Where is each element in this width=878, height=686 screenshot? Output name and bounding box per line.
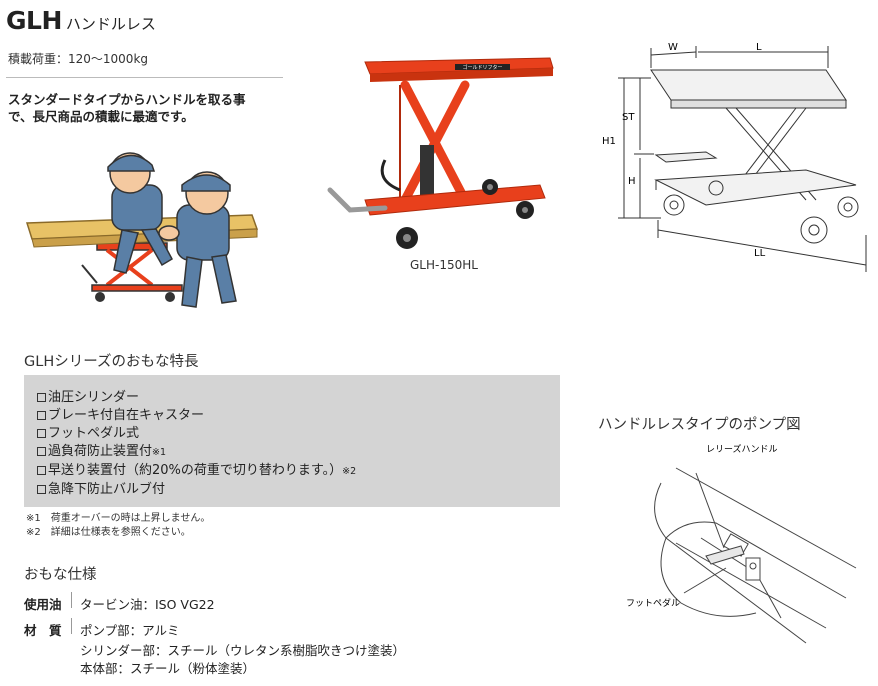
feature-item: 急降下防止バルブ付 — [37, 481, 560, 499]
spec-divider — [71, 618, 72, 634]
feature-item: ブレーキ付自在キャスター — [37, 407, 560, 425]
divider — [6, 77, 283, 78]
features-list: 油圧シリンダー ブレーキ付自在キャスター フットペダル式 過負荷防止装置付※1 … — [24, 375, 560, 499]
feature-item: 過負荷防止装置付※1 — [37, 443, 560, 462]
checkbox-icon — [37, 411, 46, 420]
footnote-1: ※1 荷重オーバーの時は上昇しません。 — [26, 513, 211, 524]
footnote-mark: ※1 — [152, 447, 167, 458]
footnote-2: ※2 詳細は仕様表を参照ください。 — [26, 527, 191, 538]
model-subtitle: ハンドルレス — [65, 15, 156, 33]
dim-h1: H1 — [602, 136, 616, 147]
workers-illustration — [25, 152, 259, 308]
dim-w: W — [668, 42, 678, 53]
dim-h: H — [628, 176, 636, 187]
footnotes: ※1 荷重オーバーの時は上昇しません。 ※2 詳細は仕様表を参照ください。 — [26, 512, 210, 540]
foot-pedal-label: フットペダル — [626, 597, 680, 609]
feature-item: 油圧シリンダー — [37, 389, 560, 407]
feature-item: 早送り装置付（約20%の荷重で切り替わります。）※2 — [37, 462, 560, 481]
dim-ll: LL — [754, 248, 766, 259]
pump-diagram: レリーズハンドル フットペダル — [626, 443, 857, 644]
tagline-line-2: で、長尺商品の積載に最適です。 — [8, 109, 194, 124]
checkbox-icon — [37, 447, 46, 456]
model-name: GLH — [6, 6, 62, 35]
product-caption: GLH-150HL — [410, 258, 478, 272]
tabletop-label: ゴールドリフター — [462, 64, 502, 71]
release-handle-label: レリーズハンドル — [706, 443, 778, 455]
features-box: 油圧シリンダー ブレーキ付自在キャスター フットペダル式 過負荷防止装置付※1 … — [24, 375, 560, 507]
footnote-mark: ※2 — [342, 466, 357, 477]
dimension-diagram: W L ST H1 H LL — [602, 42, 867, 272]
features-title: GLHシリーズのおもな特長 — [24, 354, 199, 370]
spec-material-value: シリンダー部：スチール（ウレタン系樹脂吹きつけ塗装） — [80, 643, 406, 658]
tagline: スタンダードタイプからハンドルを取る事 で、長尺商品の積載に最適です。 — [8, 91, 278, 125]
product-image: ゴールドリフター — [327, 57, 554, 249]
spec-material-label: 材 質 — [24, 623, 62, 638]
spec-oil-value: タービン油：ISO VG22 — [80, 597, 215, 612]
spec-material-value: 本体部：スチール（粉体塗装） — [80, 661, 256, 676]
spec-oil-label: 使用油 — [24, 597, 62, 612]
spec-divider — [71, 592, 72, 608]
tagline-line-1: スタンダードタイプからハンドルを取る事 — [8, 92, 246, 107]
capacity-text: 積載荷重：120～1000kg — [8, 52, 149, 66]
feature-item: フットペダル式 — [37, 425, 560, 443]
specs-title: おもな仕様 — [24, 567, 97, 583]
dim-st: ST — [622, 112, 635, 123]
spec-material-value: ポンプ部：アルミ — [80, 623, 180, 638]
pump-title: ハンドルレスタイプのポンプ図 — [598, 417, 801, 433]
checkbox-icon — [37, 393, 46, 402]
checkbox-icon — [37, 466, 46, 475]
checkbox-icon — [37, 429, 46, 438]
checkbox-icon — [37, 485, 46, 494]
dim-l: L — [756, 42, 762, 53]
